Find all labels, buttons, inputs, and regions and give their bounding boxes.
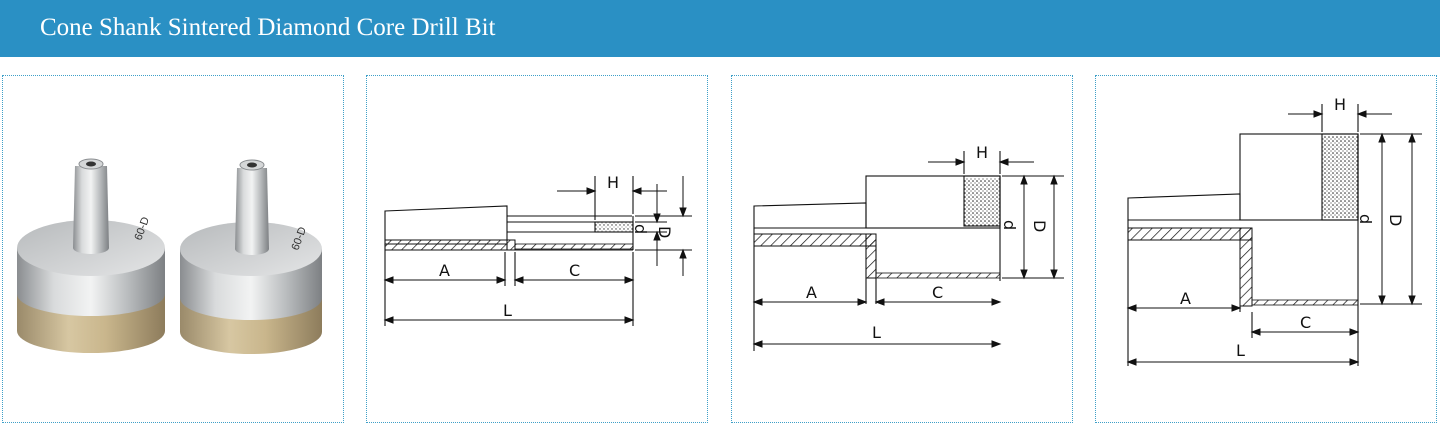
technical-drawing-3: H d D A C L xyxy=(1126,95,1422,366)
drawing-panel-3: H d D A C L xyxy=(1095,75,1437,423)
label-H: H xyxy=(976,143,988,162)
label-H: H xyxy=(1334,95,1346,114)
label-L: L xyxy=(503,301,512,320)
product-photo: 60-D 60-D xyxy=(17,158,322,354)
label-D: D xyxy=(1386,214,1405,226)
label-C: C xyxy=(932,283,943,302)
label-C: C xyxy=(1300,313,1311,332)
drawing-panel-1: H d D A C L xyxy=(366,75,708,423)
label-A: A xyxy=(1180,289,1191,308)
label-D: D xyxy=(655,226,674,238)
label-d: d xyxy=(631,224,650,234)
product-photo-panel: 60-D 60-D xyxy=(2,75,344,423)
label-A: A xyxy=(439,261,450,280)
title-banner: Cone Shank Sintered Diamond Core Drill B… xyxy=(0,0,1440,57)
label-D: D xyxy=(1030,220,1049,232)
page-title: Cone Shank Sintered Diamond Core Drill B… xyxy=(40,14,496,41)
label-A: A xyxy=(806,283,817,302)
technical-drawing-2: H d D A C L xyxy=(752,143,1064,351)
label-L: L xyxy=(872,323,881,342)
label-d: d xyxy=(1000,220,1019,230)
label-d: d xyxy=(1356,214,1375,224)
technical-drawing-1: H d D A C L xyxy=(383,173,692,326)
drawing-panel-2: H d D A C L xyxy=(731,75,1073,423)
label-C: C xyxy=(569,261,580,280)
drill-bit-left: 60-D xyxy=(17,158,165,353)
label-H: H xyxy=(607,173,619,192)
drill-bit-right: 60-D xyxy=(180,159,322,354)
label-L: L xyxy=(1236,341,1245,360)
